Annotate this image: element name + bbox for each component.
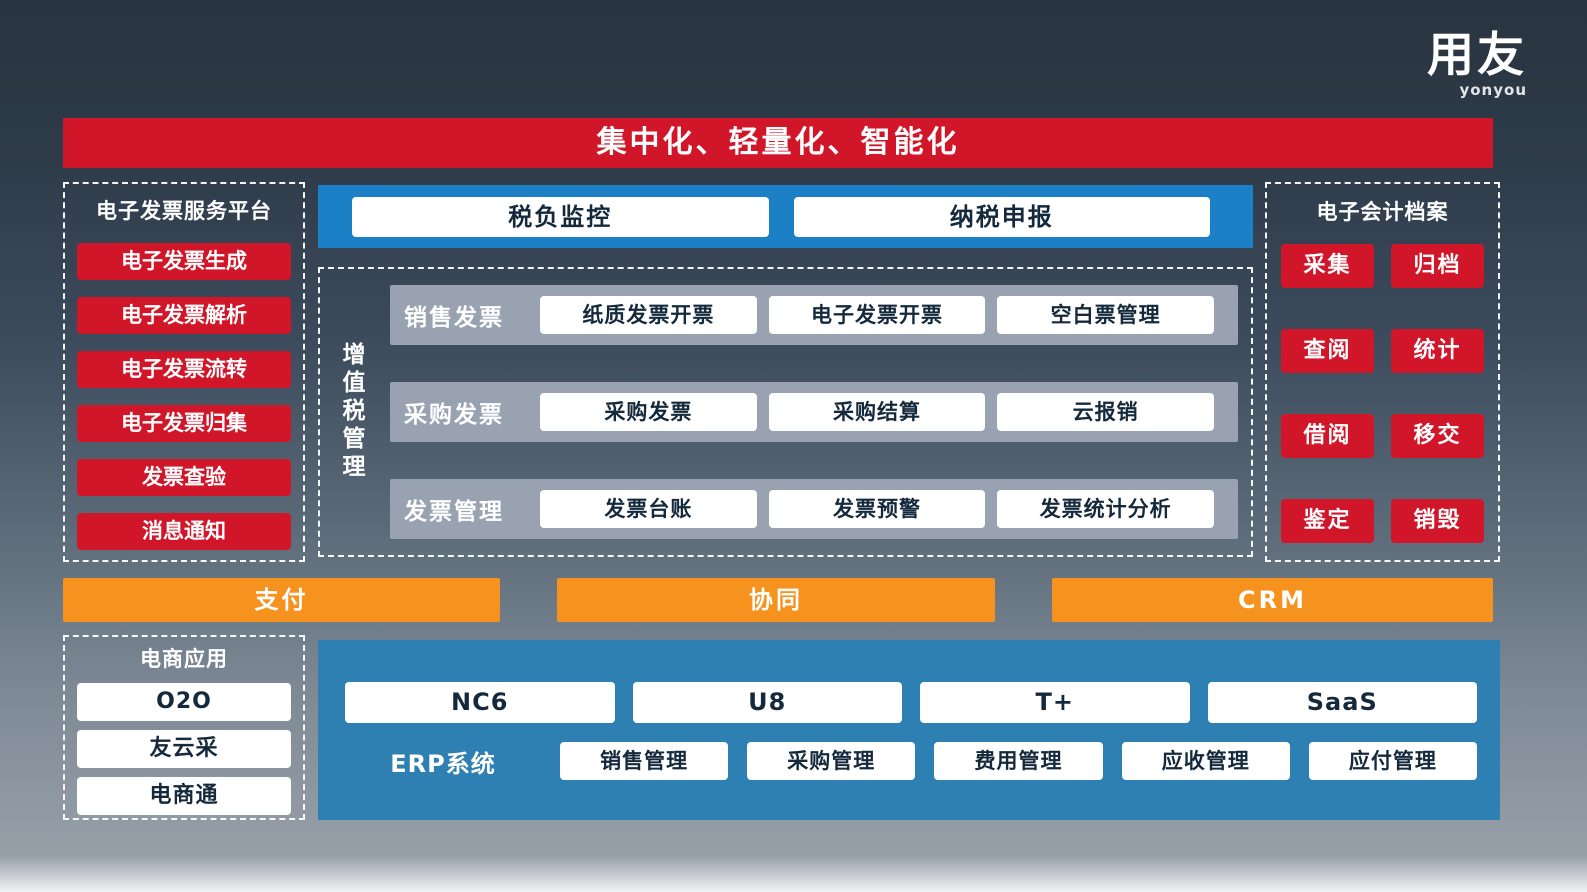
archive-panel-title: 电子会计档案	[1316, 200, 1449, 224]
erp-module-purchase: 采购管理	[747, 742, 916, 780]
einvoice-platform-title: 电子发票服务平台	[96, 199, 272, 223]
vat-side-label: 增值税管理	[338, 342, 364, 482]
archive-item-review: 查阅	[1281, 329, 1374, 373]
vat-row-label: 采购发票	[404, 402, 504, 428]
vat-row-purchase-invoice: 采购发票 采购发票 采购结算 云报销	[390, 382, 1238, 442]
vat-block-purchase-settlement: 采购结算	[768, 393, 986, 431]
erp-module-receivable: 应收管理	[1121, 742, 1290, 780]
erp-product-saas: SaaS	[1207, 682, 1477, 723]
ecommerce-item-o2o: O2O	[77, 683, 291, 721]
ecommerce-item-dianshangtong: 电商通	[77, 777, 291, 815]
vat-block-paper-invoicing: 纸质发票开票	[540, 296, 757, 334]
erp-product-nc6: NC6	[345, 682, 615, 723]
einvoice-item-parse: 电子发票解析	[77, 297, 291, 334]
vat-block-blank-invoice-mgmt: 空白票管理	[997, 296, 1215, 334]
erp-module-expense: 费用管理	[934, 742, 1103, 780]
einvoice-item-generate: 电子发票生成	[77, 243, 291, 280]
einvoice-item-collect: 电子发票归集	[77, 405, 291, 442]
archive-panel: 电子会计档案 采集 归档 查阅 统计 借阅 移交 鉴定 销毁	[1265, 182, 1500, 562]
archive-item-stats: 统计	[1391, 329, 1484, 373]
vat-block-purchase-invoice: 采购发票	[540, 393, 757, 431]
tax-monitor-block: 税负监控	[352, 196, 769, 237]
erp-module-payable: 应付管理	[1308, 742, 1478, 780]
tax-top-bar: 税负监控 纳税申报	[318, 185, 1253, 248]
archive-item-destroy: 销毁	[1391, 499, 1484, 543]
vat-row-sales-invoice: 销售发票 纸质发票开票 电子发票开票 空白票管理	[390, 285, 1238, 345]
archive-item-collect: 采集	[1281, 244, 1374, 288]
archive-item-appraise: 鉴定	[1281, 499, 1374, 543]
tax-filing-block: 纳税申报	[793, 196, 1210, 237]
vat-block-invoice-alert: 发票预警	[768, 490, 986, 528]
erp-product-tplus: T+	[920, 682, 1190, 723]
ecommerce-panel: 电商应用 O2O 友云采 电商通	[63, 635, 305, 820]
einvoice-item-flow: 电子发票流转	[77, 351, 291, 388]
erp-module-sales: 销售管理	[560, 742, 729, 780]
erp-modules-row: ERP系统 销售管理 采购管理 费用管理 应收管理 应付管理	[345, 742, 1478, 780]
vat-row-invoice-mgmt: 发票管理 发票台账 发票预警 发票统计分析	[390, 479, 1238, 539]
vat-row-label: 发票管理	[404, 499, 504, 525]
erp-panel: NC6 U8 T+ SaaS ERP系统 销售管理 采购管理 费用管理 应收管理…	[318, 640, 1500, 820]
yonyou-logo: 用友 yonyou	[1427, 32, 1527, 99]
vat-row-label: 销售发票	[404, 305, 504, 331]
headline-banner: 集中化、轻量化、智能化	[63, 118, 1493, 168]
bar-collaboration: 协同	[557, 578, 995, 622]
yonyou-logo-cn: 用友	[1427, 28, 1527, 83]
ecommerce-item-youyuncai: 友云采	[77, 730, 291, 768]
vat-block-invoice-ledger: 发票台账	[540, 490, 757, 528]
erp-product-u8: U8	[632, 682, 902, 723]
einvoice-item-notify: 消息通知	[77, 513, 291, 550]
vat-block-cloud-expense: 云报销	[997, 393, 1215, 431]
bar-crm: CRM	[1052, 578, 1493, 622]
vat-block-invoice-analytics: 发票统计分析	[997, 490, 1215, 528]
yonyou-logo-en: yonyou	[1459, 81, 1527, 99]
vat-management-panel: 增值税管理 销售发票 纸质发票开票 电子发票开票 空白票管理 采购发票 采购发票…	[318, 267, 1253, 557]
archive-grid: 采集 归档 查阅 统计 借阅 移交 鉴定 销毁	[1281, 244, 1484, 543]
archive-item-transfer: 移交	[1391, 414, 1484, 458]
einvoice-item-verify: 发票查验	[77, 459, 291, 496]
erp-system-label: ERP系统	[390, 749, 496, 778]
vat-rows: 销售发票 纸质发票开票 电子发票开票 空白票管理 采购发票 采购发票 采购结算 …	[390, 285, 1238, 539]
erp-products-row: NC6 U8 T+ SaaS	[345, 682, 1477, 723]
vat-block-einvoicing: 电子发票开票	[768, 296, 986, 334]
einvoice-platform-panel: 电子发票服务平台 电子发票生成 电子发票解析 电子发票流转 电子发票归集 发票查…	[63, 182, 305, 562]
bar-payment: 支付	[63, 578, 500, 622]
archive-item-borrow: 借阅	[1281, 414, 1374, 458]
archive-item-file: 归档	[1391, 244, 1484, 288]
ecommerce-panel-title: 电商应用	[140, 647, 228, 671]
